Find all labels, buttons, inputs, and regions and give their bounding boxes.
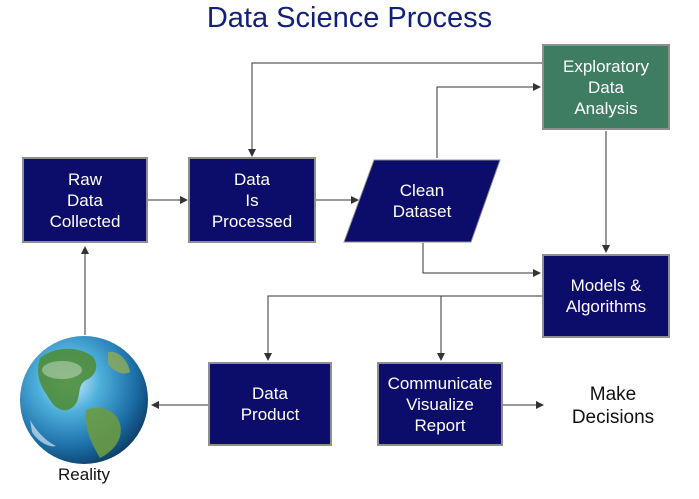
processed-line-1: Data xyxy=(234,169,270,189)
communicate-line-2: Visualize xyxy=(406,394,474,414)
models-line-2: Algorithms xyxy=(565,297,647,316)
clean-line-2: Dataset xyxy=(392,202,452,221)
eda-box: Exploratory Data Analysis xyxy=(542,44,670,130)
raw-data-line-2: Data xyxy=(67,190,103,210)
eda-line-2: Data xyxy=(588,77,624,97)
product-line-2: Product xyxy=(240,405,300,424)
diagram-title: Data Science Process xyxy=(206,2,493,34)
arrow-models-to-product xyxy=(264,295,543,361)
models-line-1: Models & xyxy=(570,276,642,295)
models-algorithms-box: Models & Algorithms xyxy=(542,254,670,338)
communicate-line-3: Report xyxy=(414,415,466,435)
clean-dataset-shape xyxy=(343,159,501,243)
communicate-box: Communicate Visualize Report xyxy=(377,362,503,446)
reality-label: Reality xyxy=(58,465,110,484)
product-line-1: Data xyxy=(252,384,288,403)
clean-line-1: Clean xyxy=(399,181,445,200)
decisions-line-2: Decisions xyxy=(571,407,655,428)
data-processed-box: Data Is Processed xyxy=(188,157,316,243)
raw-data-collected-box: Raw Data Collected xyxy=(22,157,148,243)
arrow-clean-to-models xyxy=(422,243,541,277)
processed-line-2: Is xyxy=(245,190,259,210)
clean-dataset-label: Clean Dataset xyxy=(360,160,484,242)
arrow-clean-to-eda xyxy=(436,83,541,158)
eda-line-3: Analysis xyxy=(574,98,638,118)
raw-data-line-1: Raw xyxy=(67,169,102,189)
data-product-box: Data Product xyxy=(208,362,332,446)
eda-line-1: Exploratory xyxy=(563,56,649,76)
decisions-line-1: Make xyxy=(589,384,637,405)
arrow-eda-to-processed xyxy=(248,62,543,157)
communicate-line-1: Communicate xyxy=(387,373,493,393)
globe-icon xyxy=(20,336,148,464)
raw-data-line-3: Collected xyxy=(49,211,121,231)
make-decisions-label: Make Decisions xyxy=(548,383,678,429)
processed-line-3: Processed xyxy=(211,211,293,231)
